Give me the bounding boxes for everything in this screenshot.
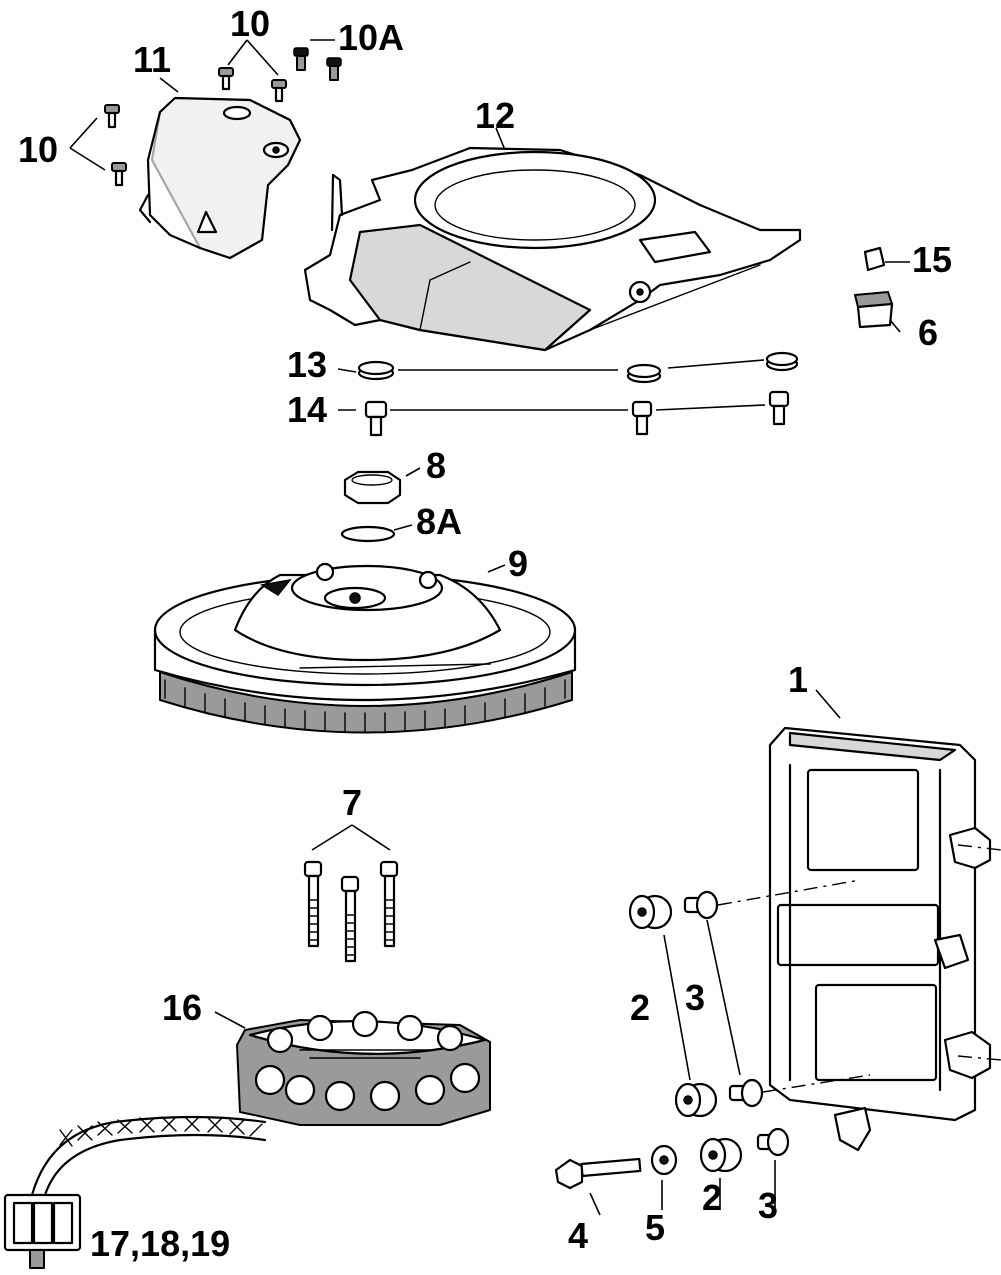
callout-10-top: 10 <box>230 3 270 44</box>
screw-14-c <box>768 390 790 426</box>
part-2-grommets <box>628 894 743 1173</box>
part-16-stator <box>236 1010 491 1126</box>
callout-6: 6 <box>918 312 938 353</box>
callout-1: 1 <box>788 659 808 700</box>
grommet-13-c <box>765 351 799 372</box>
callout-14: 14 <box>287 389 327 430</box>
part-10-screws <box>104 47 342 187</box>
grommet-2-a <box>628 894 673 930</box>
bolt-7-c <box>379 860 399 948</box>
part-17-harness <box>3 1115 267 1269</box>
part-14-screws <box>364 390 790 437</box>
callout-2-lower: 2 <box>702 1177 722 1218</box>
part-15-fuse <box>863 246 886 272</box>
part-5-washer <box>650 1144 678 1176</box>
bushing-3-a <box>683 890 719 920</box>
part-8a-washer <box>340 525 396 543</box>
part-8-nut <box>343 470 402 505</box>
grommet-13-b <box>626 363 662 384</box>
callout-16: 16 <box>162 987 202 1028</box>
screw-10-b <box>111 162 127 187</box>
screw-14-b <box>631 400 653 436</box>
grommet-2-c <box>699 1137 743 1173</box>
callout-17-18-19: 17,18,19 <box>90 1223 230 1264</box>
grommet-13-a <box>357 360 395 381</box>
callout-8a: 8A <box>416 501 462 542</box>
callout-labels: 1 2 2 3 3 4 5 6 7 8 8A 9 10 10 10A 11 12… <box>18 3 952 1264</box>
screw-10-d <box>271 79 287 103</box>
connector-17-18-19 <box>3 1193 82 1269</box>
screw-10-c <box>218 67 234 91</box>
part-9-flywheel <box>153 562 577 734</box>
callout-8: 8 <box>426 445 446 486</box>
callout-3-upper: 3 <box>685 977 705 1018</box>
callout-3-lower: 3 <box>758 1185 778 1226</box>
callout-7: 7 <box>342 782 362 823</box>
screw-14-a <box>364 400 388 437</box>
part-11-cover <box>138 96 302 260</box>
leader-lines <box>69 39 910 1216</box>
callout-12: 12 <box>475 95 515 136</box>
callout-5: 5 <box>645 1207 665 1248</box>
bushing-3-c <box>756 1127 790 1157</box>
screw-10a-b <box>326 57 342 81</box>
bushing-3-b <box>728 1078 764 1108</box>
part-13-grommets <box>357 351 799 384</box>
callout-13: 13 <box>287 344 327 385</box>
part-12-flywheel-cover <box>303 146 802 352</box>
part-7-bolts <box>303 860 399 963</box>
screw-10a-a <box>293 47 309 71</box>
alignment-lines <box>717 844 1001 1093</box>
part-3-bushings <box>683 890 790 1157</box>
bolt-7-b <box>340 875 360 963</box>
bolt-7-a <box>303 860 323 948</box>
callout-11: 11 <box>133 39 171 80</box>
callout-4: 4 <box>568 1215 588 1256</box>
callout-2-upper: 2 <box>630 987 650 1028</box>
callout-15: 15 <box>912 239 952 280</box>
grommet-2-b <box>674 1082 718 1118</box>
part-1-module <box>768 726 992 1152</box>
callout-10-left: 10 <box>18 129 58 170</box>
part-6-holder <box>854 291 894 329</box>
callout-10a: 10A <box>338 17 404 58</box>
screw-10-a <box>104 104 120 129</box>
part-4-bolt <box>554 1157 642 1190</box>
callout-9: 9 <box>508 543 528 584</box>
